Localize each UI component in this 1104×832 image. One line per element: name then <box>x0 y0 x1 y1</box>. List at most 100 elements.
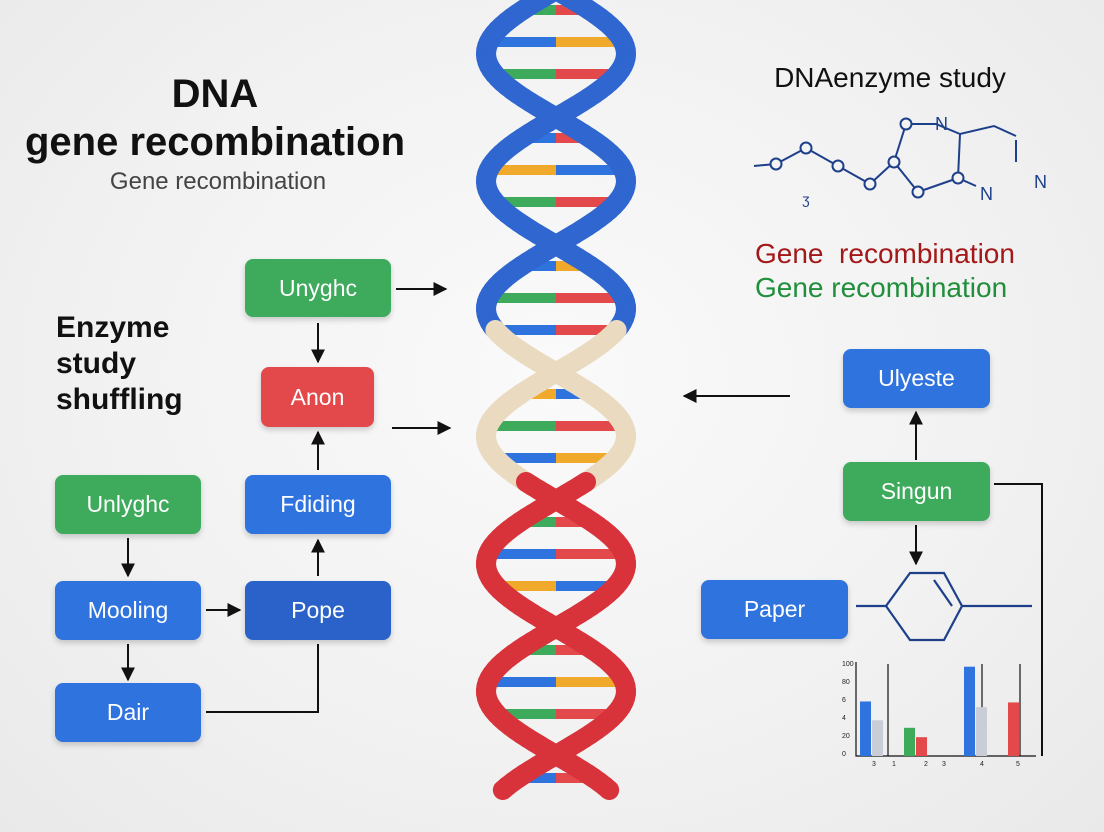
node-unyghc[interactable]: Unyghc <box>245 259 391 317</box>
connector-dair-to-pope <box>206 644 319 713</box>
x-tick-label: 5 <box>1016 761 1020 768</box>
base-pair-segment <box>556 677 619 687</box>
title-line-1: DNA <box>171 72 259 116</box>
right-connectors <box>682 389 1043 756</box>
base-pair-segment <box>494 37 556 47</box>
connector-singun-to-chart <box>994 483 1043 756</box>
bar <box>872 720 883 756</box>
base-pair-segment <box>501 325 556 335</box>
node-mooling-label: Mooling <box>87 597 169 623</box>
base-pair-segment <box>500 197 556 207</box>
node-paper[interactable]: Paper <box>701 580 848 639</box>
base-pair-segment <box>494 165 556 175</box>
base-pair-segment <box>494 421 556 431</box>
red-caption: Gene recombination <box>755 238 1015 269</box>
base-pair-segment <box>556 709 610 719</box>
side-label-line-3: shuffling <box>56 383 183 416</box>
helix-strand-segment <box>492 776 518 800</box>
base-pair-segment <box>556 421 618 431</box>
title-line-2: gene recombination <box>24 120 406 164</box>
node-ulyeste[interactable]: Ulyeste <box>843 349 990 408</box>
node-mooling[interactable]: Mooling <box>55 581 201 640</box>
y-tick-label: 6 <box>842 697 846 704</box>
bar <box>1008 702 1019 756</box>
base-pair-segment <box>556 293 618 303</box>
node-paper-label: Paper <box>743 596 806 622</box>
y-tick-label: 0 <box>842 751 846 758</box>
molecule-n-3: N <box>1034 172 1047 192</box>
side-label-line-1: Enzyme <box>56 311 170 344</box>
base-pair-segment <box>556 133 584 143</box>
x-tick-label: 3 <box>872 761 876 768</box>
base-pair-segment <box>556 325 611 335</box>
base-pair-segment <box>494 293 556 303</box>
dna-helix <box>476 0 636 800</box>
base-pair-segment <box>556 453 611 463</box>
x-tick-label: 3 <box>942 761 946 768</box>
node-dair[interactable]: Dair <box>55 683 201 742</box>
base-pair-segment <box>501 453 556 463</box>
node-singun-label: Singun <box>880 478 953 504</box>
subtitle: Gene recombination <box>109 168 327 195</box>
bar <box>860 701 871 756</box>
chemical-structure <box>753 117 1017 199</box>
base-pair-segment <box>527 261 556 271</box>
node-ulyeste-label: Ulyeste <box>878 365 955 391</box>
y-tick-label: 20 <box>842 733 850 740</box>
side-label-line-2: study <box>56 347 137 380</box>
base-pair-segment <box>556 37 618 47</box>
base-pair-segment <box>556 165 618 175</box>
molecule-n-1: N <box>935 114 948 134</box>
base-pair-segment <box>525 645 556 655</box>
node-unlyghc[interactable]: Unlyghc <box>55 475 201 534</box>
base-pair-segment <box>528 5 556 15</box>
node-unlyghc-label: Unlyghc <box>86 491 170 517</box>
left-connectors <box>121 282 452 713</box>
base-pair-segment <box>493 677 556 687</box>
hexagon-molecule <box>856 571 1032 642</box>
base-pair-segment <box>500 69 556 79</box>
bar <box>964 666 975 756</box>
helix-strand-segment <box>594 776 620 800</box>
base-pair-segment <box>502 709 556 719</box>
x-tick-label: 4 <box>980 761 984 768</box>
node-anon[interactable]: Anon <box>261 367 374 427</box>
x-tick-label: 2 <box>924 761 928 768</box>
base-pair-segment <box>556 549 618 559</box>
green-caption: Gene recombination <box>755 272 1008 303</box>
base-pair-segment <box>525 517 556 527</box>
bar <box>916 737 927 756</box>
base-pair-segment <box>556 261 585 271</box>
node-singun[interactable]: Singun <box>843 462 990 521</box>
base-pair-segment <box>524 773 556 783</box>
bar <box>976 707 987 756</box>
node-fdiding[interactable]: Fdiding <box>245 475 391 534</box>
molecule-glyph: ʒ <box>802 191 810 207</box>
base-pair-segment <box>494 549 556 559</box>
node-pope[interactable]: Pope <box>245 581 391 640</box>
side-label: Enzyme study shuffling <box>56 310 183 418</box>
y-tick-label: 4 <box>842 715 846 722</box>
base-pair-segment <box>556 645 587 655</box>
base-pair-segment <box>556 69 612 79</box>
y-tick-label: 100 <box>842 661 854 668</box>
mini-bar-chart: 100 80 6 4 20 0 3 1 2 3 4 5 <box>842 661 1036 768</box>
base-pair-segment <box>556 5 584 15</box>
main-title: DNA gene recombination <box>0 70 430 166</box>
base-pair-segment <box>556 517 587 527</box>
node-unyghc-label: Unyghc <box>279 274 357 301</box>
node-anon-label: Anon <box>290 383 345 410</box>
node-pope-label: Pope <box>291 597 345 623</box>
node-dair-label: Dair <box>106 699 150 725</box>
base-pair-segment <box>526 389 556 399</box>
molecule-n-2: N <box>980 184 993 204</box>
base-pair-segment <box>502 581 556 591</box>
y-tick-label: 80 <box>842 679 850 686</box>
x-tick-label: 1 <box>892 761 896 768</box>
base-pair-segment <box>556 581 610 591</box>
bar <box>904 727 915 756</box>
base-pair-segment <box>556 389 586 399</box>
node-fdiding-label: Fdiding <box>280 491 356 517</box>
base-pair-segment <box>528 133 556 143</box>
